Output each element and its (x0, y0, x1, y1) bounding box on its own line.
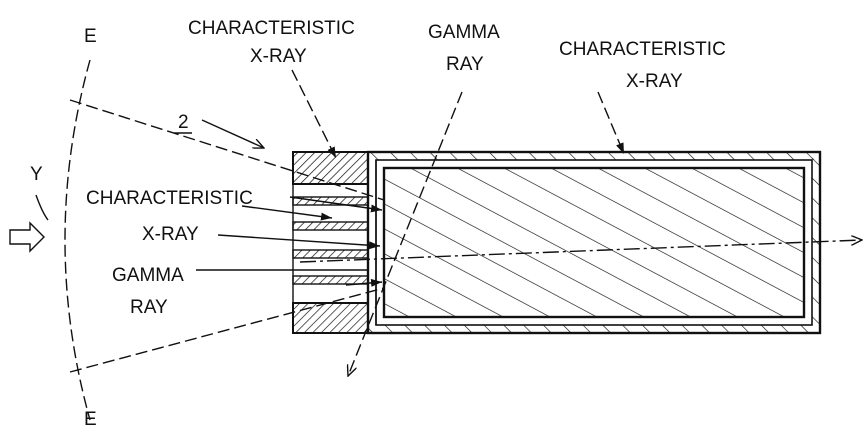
label-char-top-1: CHARACTERISTIC (188, 18, 355, 39)
collimator-septum-1 (292, 196, 369, 206)
leader-char-right (597, 91, 625, 155)
label-gamma-left-2: RAY (130, 297, 168, 318)
leader-char-left-1 (289, 196, 383, 213)
label-gamma-left-1: GAMMA (112, 265, 184, 286)
incident-bend (35, 194, 49, 221)
leader-char-left-2 (241, 205, 333, 221)
wavefront-label-top: E (84, 26, 97, 47)
ray-lower-envelope (69, 287, 385, 373)
label-char-left-1: CHARACTERISTIC (86, 188, 253, 209)
transmitted-ray (299, 240, 862, 263)
label-char-right-2: X-RAY (626, 71, 683, 92)
leader-gamma-left-2 (345, 278, 383, 287)
scintillator-crystal (382, 166, 806, 319)
scattered-gamma-ray (348, 91, 463, 376)
incident-label: Y (30, 164, 43, 185)
collimator-septum-2 (292, 221, 369, 231)
collimator-septum-3 (292, 249, 369, 259)
reference-numeral: 2 (178, 112, 189, 133)
incident-arrow-icon (9, 221, 45, 253)
collimator-septum-4 (292, 275, 369, 285)
housing-shell-bottom (368, 325, 820, 333)
label-char-left-2: X-RAY (142, 224, 199, 245)
label-char-top-2: X-RAY (250, 46, 307, 67)
label-gamma-top-1: GAMMA (428, 22, 500, 43)
housing-shell-top (368, 152, 820, 160)
collimator-top-block (292, 151, 369, 185)
leader-char-left-3 (217, 234, 381, 250)
leader-char-top (291, 69, 337, 159)
wavefront-label-bottom: E (84, 409, 97, 430)
label-char-right-1: CHARACTERISTIC (559, 39, 726, 60)
collimator-bottom-block (292, 302, 369, 334)
ray-upper-envelope (69, 99, 385, 201)
label-gamma-top-2: RAY (446, 54, 484, 75)
reference-pointer (201, 119, 264, 148)
wavefront-arc (64, 59, 91, 421)
